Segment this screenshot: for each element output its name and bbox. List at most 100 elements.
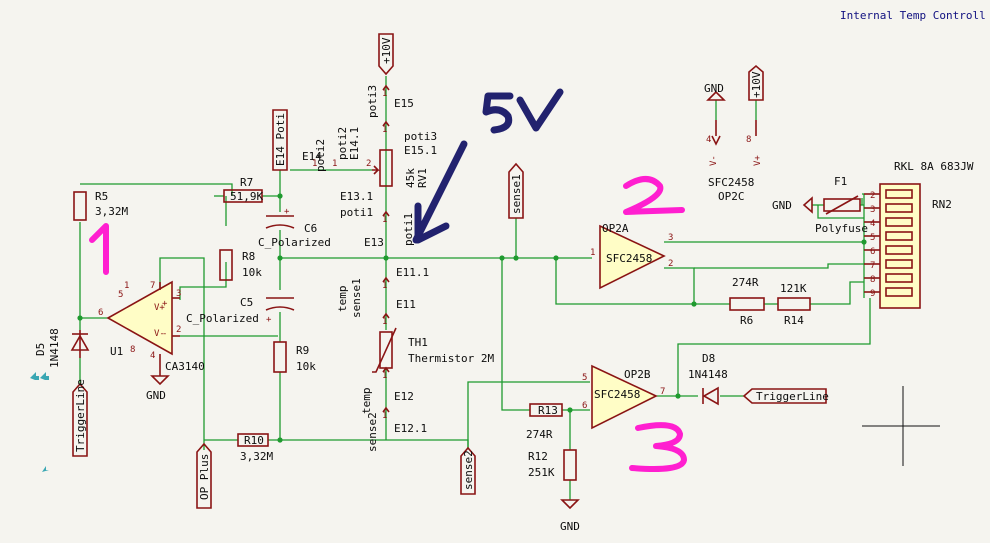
svg-text:E12: E12 [394,390,414,403]
resistor-r9[interactable]: R9 10k [273,341,316,373]
svg-text:E15: E15 [394,97,414,110]
resistor-r7[interactable]: R7 51,9K [223,176,263,203]
svg-text:poti1: poti1 [402,213,415,246]
sense2-text: sense2 [462,450,475,490]
op2a-value: SFC2458 [606,252,652,265]
f1-ref: F1 [834,175,847,188]
svg-text:1: 1 [382,411,387,421]
op2c-ref: OP2C [718,190,745,203]
r9-value: 10k [296,360,316,373]
resistor-r13[interactable]: R13 274R [526,403,563,441]
label-e14-poti[interactable]: E14 Poti [272,109,288,171]
e14-poti-text: E14 Poti [274,113,287,166]
resistor-r6[interactable]: R6 274R [729,276,765,327]
th1-value: Thermistor 2M [408,352,494,365]
rv1-ref: RV1 [416,168,429,188]
svg-text:6: 6 [98,308,103,318]
svg-text:1: 1 [382,89,387,99]
diode-d8[interactable]: D8 1N4148 [688,352,728,406]
resistor-r12[interactable]: R12 251K [528,449,577,481]
u1-value: CA3140 [165,360,205,373]
svg-text:+10V: +10V [750,71,763,98]
label-triggerline-left[interactable]: TriggerLine [72,379,88,457]
potentiometer-rv1[interactable]: 2 RV1 45k [366,149,429,188]
f1-value: Polyfuse [815,222,868,235]
svg-text:poti2: poti2 [314,139,327,172]
power-10v-right: +10V [748,64,764,101]
svg-text:GND: GND [146,389,166,402]
triggerline-right-text: TriggerLine [756,390,829,403]
gnd-u1: GND [146,372,170,402]
r13-ref: R13 [538,404,558,417]
svg-text:GND: GND [704,82,724,95]
annotation-number-1 [89,223,109,275]
svg-text:1: 1 [124,281,129,291]
r5-value: 3,32M [95,205,128,218]
d8-value: 1N4148 [688,368,728,381]
svg-text:3: 3 [668,233,673,243]
label-op-plus[interactable]: OP Plus [196,442,212,509]
svg-text:2: 2 [366,159,371,169]
gnd-r12: GND [560,499,580,533]
label-triggerline-right[interactable]: TriggerLine [742,388,829,404]
r13-value: 274R [526,428,553,441]
capacitor-c5[interactable]: + C5 C_Polarized [186,296,295,325]
svg-text:+: + [162,299,168,309]
power-10v-top: +10V [378,33,394,76]
opamp-u1[interactable]: 6 3 2 7 4 5 1 8 V+ V- + - U1 CA3140 [98,280,205,373]
opamp-op2a[interactable]: 1 3 2 OP2A SFC2458 [590,222,673,290]
diode-d5[interactable]: D5 1N4148 [34,328,90,368]
op2b-ref: OP2B [624,368,651,381]
resistor-r8[interactable]: R8 10k [219,249,262,281]
resistor-r5[interactable]: R5 3,32M [73,190,128,221]
svg-text:7: 7 [150,281,155,291]
gnd-f1: GND [772,196,813,214]
label-sense2[interactable]: sense2 [460,446,476,495]
svg-text:-: - [162,329,167,339]
svg-text:1: 1 [382,125,387,135]
svg-text:E15.1: E15.1 [404,144,437,157]
connector-pins: 1 1 1 1 1 1 1 1 1 [312,84,390,421]
resistor-r14[interactable]: R14 121K [777,282,811,327]
th1-ref: TH1 [408,336,428,349]
svg-text:E12.1: E12.1 [394,422,427,435]
c5-ref: C5 [240,296,253,309]
op2a-ref: OP2A [602,222,629,235]
svg-text:4: 4 [150,351,155,361]
svg-text:1: 1 [332,159,337,169]
opamp-op2c[interactable]: 4 8 V- V+ SFC2458 OP2C [706,120,763,203]
fuse-f1[interactable]: F1 Polyfuse [815,175,868,235]
annotation-5v [412,88,564,244]
r9-ref: R9 [296,344,309,357]
capacitor-c6[interactable]: + C6 C_Polarized [258,207,331,249]
thermistor-th1[interactable]: TH1 Thermistor 2M [372,327,494,373]
rv1-value: 45k [404,168,417,188]
svg-text:8: 8 [130,345,135,355]
svg-text:poti3: poti3 [404,130,437,143]
opamp-op2b[interactable]: 5 6 7 OP2B SFC2458 [582,364,665,430]
label-sense1[interactable]: sense1 [508,162,524,219]
svg-text:+: + [284,207,290,217]
svg-text:1: 1 [382,317,387,327]
r7-ref: R7 [240,176,253,189]
svg-text:1: 1 [382,281,387,291]
crosshair-cursor-icon [862,386,940,466]
annotation-number-2 [623,176,685,215]
svg-text:sense1: sense1 [350,278,363,318]
rn2-value: RKL 8A 683JW [894,160,974,173]
resistor-r10[interactable]: R10 3,32M [237,433,273,463]
annotation-number-3 [629,422,687,472]
svg-text:E14: E14 [302,150,322,163]
r10-value: 3,32M [240,450,273,463]
svg-text:poti2: poti2 [336,127,349,160]
svg-text:sense2: sense2 [366,412,379,452]
svg-text:4: 4 [706,135,711,145]
op-plus-text: OP Plus [198,454,211,500]
r8-ref: R8 [242,250,255,263]
op2b-value: SFC2458 [594,388,640,401]
rn2-pin-label: 3 [870,205,875,215]
r7-value: 51,9K [230,190,263,203]
rn2-pin-label: 9 [870,289,875,299]
svg-text:E11: E11 [396,298,416,311]
